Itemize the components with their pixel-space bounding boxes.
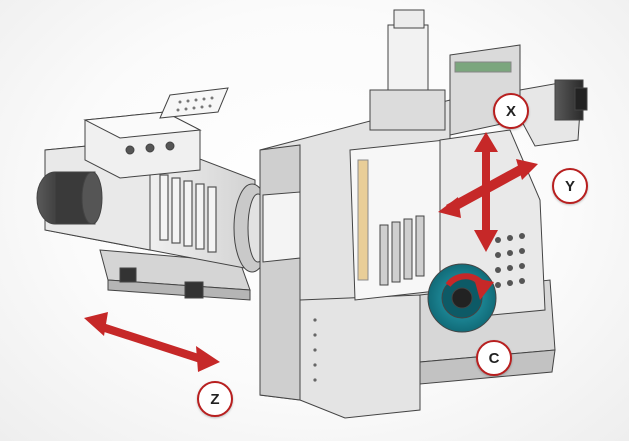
headstock-unit [36,87,271,301]
z-axis-arrow [84,312,220,372]
y-axis-arrow [438,159,538,218]
machine-frame [259,9,588,419]
axis-label-x: X [493,93,529,129]
axis-label-z: Z [197,381,233,417]
axis-arrows [84,132,538,372]
axis-label-c: C [476,340,512,376]
c-axis-arrow [445,273,494,300]
axis-label-y: Y [552,168,588,204]
